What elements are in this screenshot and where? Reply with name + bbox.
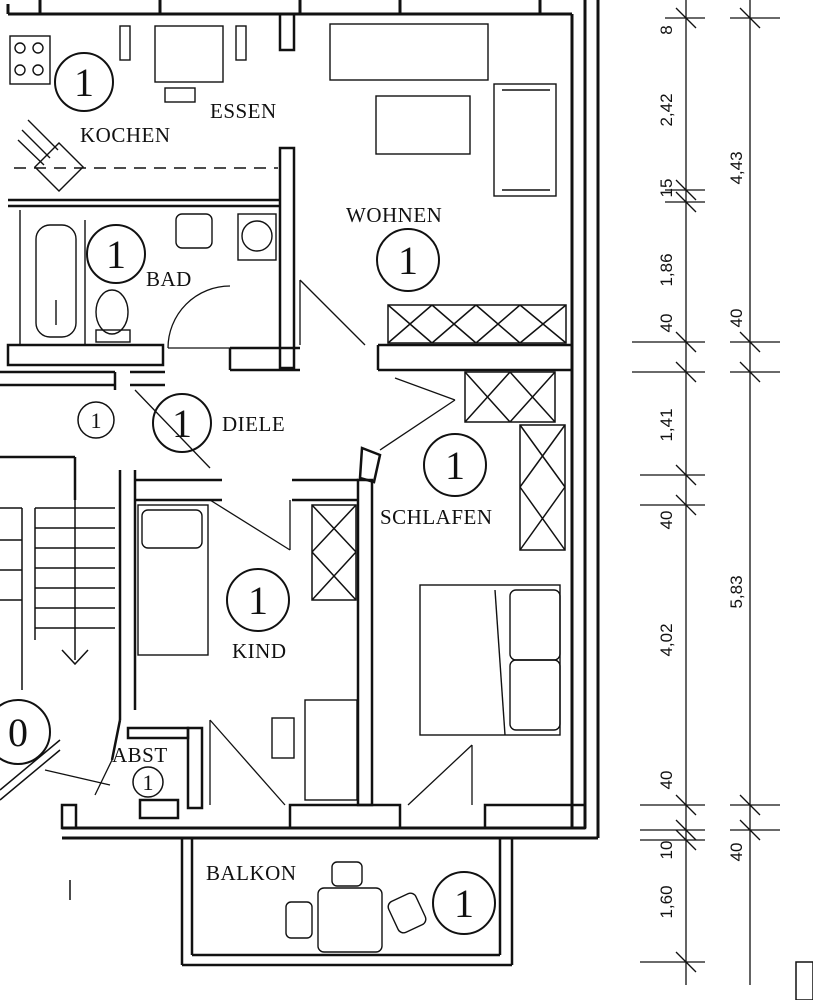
dim-inner-8: 8 [657, 25, 676, 34]
room-label-essen: ESSEN [210, 99, 277, 123]
svg-text:1: 1 [445, 443, 465, 488]
room-labels: KOCHEN ESSEN WOHNEN BAD DIELE SCHLAFEN K… [80, 99, 493, 885]
dim-inner-1-86: 1,86 [657, 253, 676, 286]
room-label-bad: BAD [146, 267, 192, 291]
dim-inner-2-42: 2,42 [657, 93, 676, 126]
room-label-abst: ABST [112, 743, 168, 767]
dim-inner-40-c: 40 [657, 771, 676, 790]
dim-inner-15: 15 [657, 179, 676, 198]
corner-frame [795, 961, 813, 1001]
room-label-wohnen: WOHNEN [346, 203, 442, 227]
svg-text:0: 0 [8, 710, 28, 755]
dim-inner-40-a: 40 [657, 314, 676, 333]
dim-inner-40-b: 40 [657, 511, 676, 530]
svg-text:1: 1 [248, 578, 268, 623]
dim-inner-4-02: 4,02 [657, 623, 676, 656]
room-number-kochen: 1 [54, 52, 114, 112]
outer-walls [6, 0, 600, 840]
dim-outer-40-b: 40 [727, 843, 746, 862]
room-number-bad: 1 [86, 224, 146, 284]
svg-text:1: 1 [106, 232, 126, 277]
dim-outer-5-83: 5,83 [727, 575, 746, 608]
room-label-balkon: BALKON [206, 861, 297, 885]
door-swings [44, 279, 473, 806]
svg-text:1: 1 [143, 770, 154, 795]
svg-text:1: 1 [74, 60, 94, 105]
interior-walls [0, 12, 587, 830]
dimension-lines [632, 0, 780, 985]
room-number-stair: 1 [77, 401, 115, 439]
dim-inner-1-41: 1,41 [657, 408, 676, 441]
dim-outer-40-a: 40 [727, 309, 746, 328]
balcony [180, 838, 514, 967]
svg-text:1: 1 [172, 401, 192, 446]
room-number-kind: 1 [226, 568, 290, 632]
room-number-abst: 1 [132, 766, 164, 798]
room-number-wohnen: 1 [376, 228, 440, 292]
room-number-balkon: 1 [432, 871, 496, 935]
room-number-markers: 1 1 1 1 1 1 1 1 [0, 52, 496, 935]
dim-outer-4-43: 4,43 [727, 151, 746, 184]
wardrobes [311, 304, 567, 601]
dim-inner-10: 10 [657, 841, 676, 860]
staircase [0, 500, 115, 900]
svg-text:1: 1 [454, 881, 474, 926]
svg-text:1: 1 [398, 238, 418, 283]
room-label-kind: KIND [232, 639, 287, 663]
dimension-labels: 8 2,42 15 1,86 40 1,41 40 4,02 40 10 1,6… [657, 25, 746, 918]
room-number-schlafen: 1 [423, 433, 487, 497]
room-label-schlafen: SCHLAFEN [380, 505, 493, 529]
room-number-diele: 1 [152, 393, 212, 453]
room-label-kochen: KOCHEN [80, 123, 171, 147]
furniture [9, 23, 561, 953]
room-number-zero: 0 [0, 699, 51, 765]
svg-text:1: 1 [91, 408, 102, 433]
room-label-diele: DIELE [222, 412, 285, 436]
dim-inner-1-60: 1,60 [657, 885, 676, 918]
